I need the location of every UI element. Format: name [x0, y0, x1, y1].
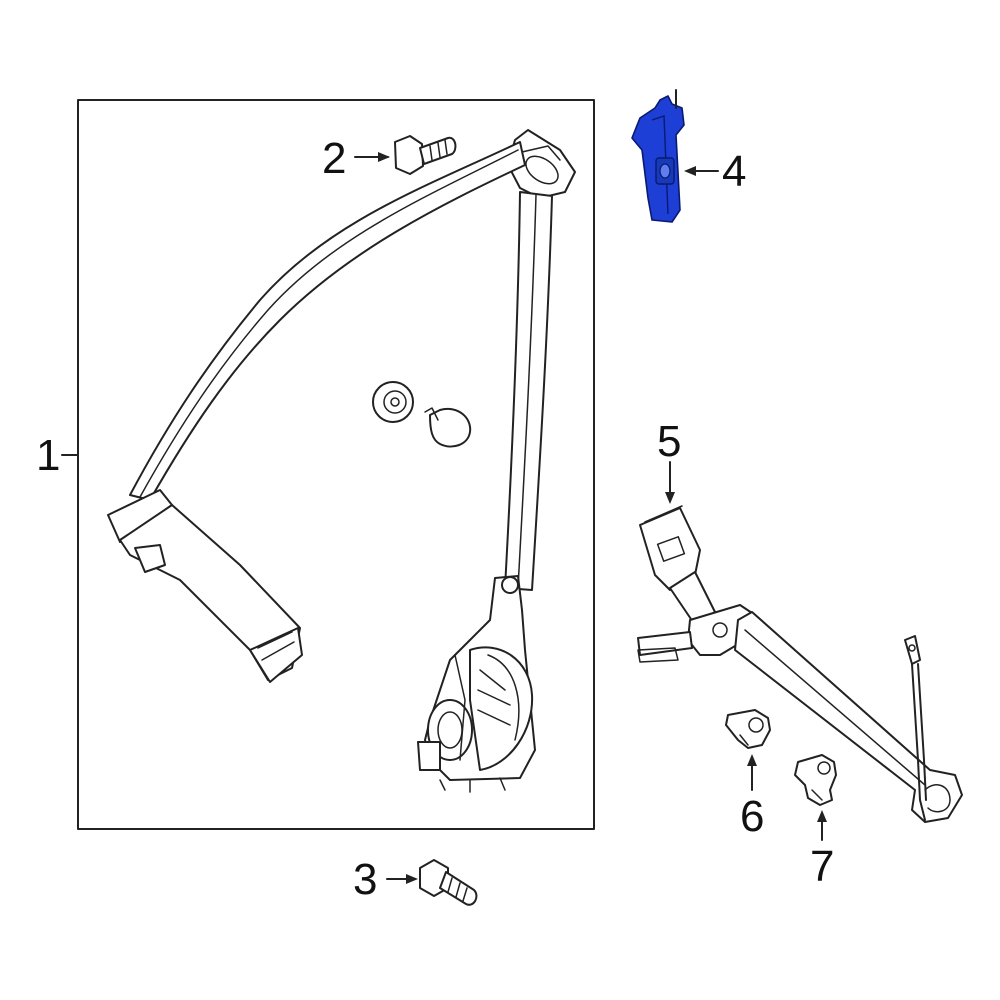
callout-6: 6 [740, 792, 765, 841]
assembly-box [77, 99, 595, 830]
buckle-assembly[interactable] [637, 461, 963, 823]
highlighted-bracket[interactable] [631, 89, 719, 223]
callout-4: 4 [722, 147, 747, 196]
callout-1: 1 [36, 431, 61, 480]
clip-7[interactable] [794, 754, 837, 841]
callout-3: 3 [353, 855, 378, 904]
clip-6[interactable] [725, 709, 771, 791]
bolt-lower[interactable] [386, 859, 478, 906]
callout-7: 7 [810, 842, 835, 891]
callout-5: 5 [657, 417, 682, 466]
callout-2: 2 [322, 134, 347, 183]
bolt-upper[interactable] [354, 135, 457, 175]
seat-belt-assembly[interactable] [107, 129, 576, 793]
